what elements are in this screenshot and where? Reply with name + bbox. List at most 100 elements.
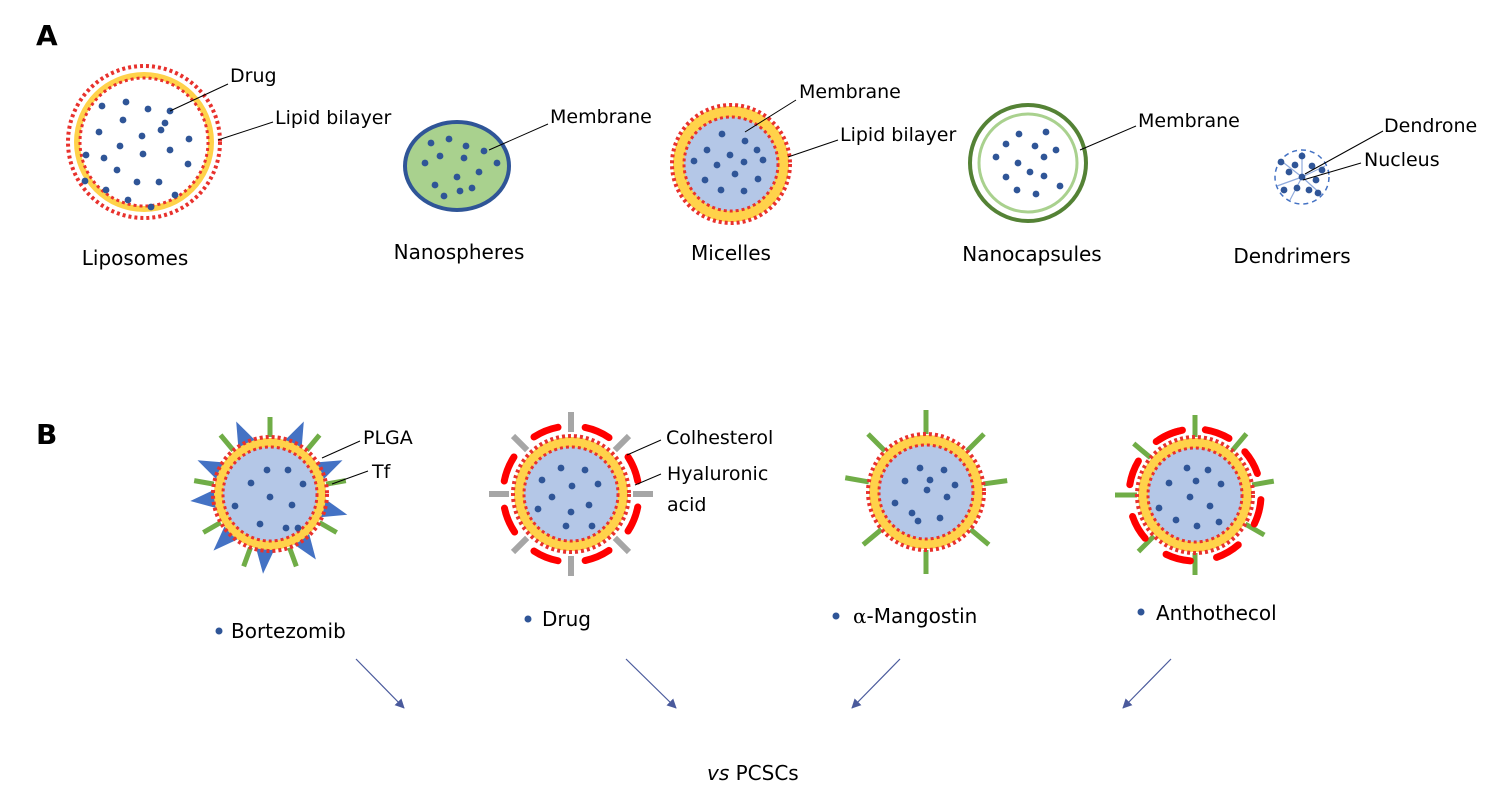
- nanocapsule-caption: Nanocapsules: [962, 242, 1101, 266]
- drug-dot: [914, 517, 922, 525]
- nanosphere-membrane-label: Membrane: [550, 106, 652, 128]
- dendrimer: [1274, 149, 1330, 205]
- drug-dot: [1026, 168, 1034, 176]
- nanocapsule-membrane-leader: [1079, 125, 1137, 151]
- drug-dot: [891, 499, 899, 507]
- ligand-rod: [318, 520, 338, 535]
- dendrimer-nucleus-leader: [1302, 162, 1362, 181]
- hyaluronic-ligands: [500, 423, 642, 565]
- mangostin-legend-text: -Mangostin: [867, 604, 978, 628]
- ligand-rod: [965, 432, 986, 453]
- liposome: [66, 64, 222, 220]
- drug-dot: [460, 154, 468, 162]
- ligand-rod: [844, 475, 870, 485]
- liposome-drug-leader: [169, 83, 229, 112]
- hyaluronic-label-line2: acid: [667, 494, 706, 516]
- hyaluronic-segment: [624, 453, 642, 485]
- drug-dot: [1215, 518, 1223, 526]
- drug-dot: [81, 177, 89, 185]
- drug-dot: [231, 502, 239, 510]
- hyaluronic-segment: [1212, 541, 1242, 561]
- micelle-bilayer-leader: [787, 139, 839, 158]
- ligand-rod: [1132, 441, 1153, 460]
- ligand-rod: [983, 478, 1008, 487]
- tf-triangle: [190, 489, 217, 509]
- drug-dot: [1298, 152, 1306, 160]
- drug-dot: [901, 477, 909, 485]
- tf-leader: [331, 470, 369, 485]
- drug-dots: [534, 464, 602, 530]
- drug-dot: [992, 153, 1000, 161]
- hyaluronic-segment: [581, 546, 613, 565]
- drug-dot: [299, 480, 307, 488]
- ligand-rod: [861, 527, 884, 547]
- hyaluronic-segment: [1152, 427, 1183, 446]
- cholesterol-label: Colhesterol: [666, 427, 773, 449]
- plga-label: PLGA: [363, 427, 413, 449]
- drug-legend-dot: [524, 615, 532, 623]
- drug-dot: [185, 135, 193, 143]
- drug-dot: [436, 152, 444, 160]
- drug-dot: [753, 146, 761, 154]
- drug-dot: [1318, 166, 1326, 174]
- nanosphere-membrane-leader: [488, 123, 549, 151]
- drug-dot: [1204, 466, 1212, 474]
- drug-dot: [1206, 502, 1214, 510]
- nanocapsule-drug-dots: [992, 128, 1064, 198]
- drug-dot: [247, 479, 255, 487]
- drug-dot: [585, 501, 593, 509]
- arrow-2: [625, 658, 677, 709]
- drug-dot: [157, 126, 165, 134]
- dendrimer-caption: Dendrimers: [1233, 244, 1350, 268]
- drug-dot: [567, 508, 575, 516]
- drug-dot: [741, 137, 749, 145]
- ligand-rod: [218, 433, 236, 452]
- drug-dot: [462, 142, 470, 150]
- ligand-rod: [202, 520, 222, 535]
- drug-dot: [557, 464, 565, 472]
- bortezomib-legend: Bortezomib: [231, 619, 346, 643]
- ligand-rod: [510, 535, 530, 555]
- drug-dot: [294, 524, 302, 532]
- drug-dot: [1298, 173, 1306, 181]
- dendrimer-dendrone-leader: [1304, 130, 1384, 175]
- drug-dot: [940, 466, 948, 474]
- hyaluronic-segment: [530, 423, 562, 441]
- tf-triangle: [319, 498, 348, 518]
- drug-dot: [144, 105, 152, 113]
- drug-dot: [1056, 182, 1064, 190]
- ligand-rod: [612, 433, 632, 453]
- nanocapsule: [968, 103, 1088, 223]
- drug-dot: [440, 192, 448, 200]
- drug-dot: [256, 520, 264, 528]
- dendrimer-drug-dots: [1277, 152, 1326, 197]
- drug-dot: [102, 186, 110, 194]
- arrow-4: [1122, 658, 1172, 709]
- drug-dot: [1314, 189, 1322, 197]
- hyaluronic-segment: [1129, 512, 1149, 542]
- micelle-membrane-label: Membrane: [799, 81, 901, 103]
- hyaluronic-segment: [1162, 550, 1194, 565]
- drug-dot: [453, 173, 461, 181]
- drug-dot: [155, 178, 163, 186]
- drug-dot: [263, 466, 271, 474]
- anthothecol-dots: [1155, 464, 1225, 530]
- drug-dot: [133, 178, 141, 186]
- drug-dot: [1305, 186, 1313, 194]
- drug-dot: [740, 187, 748, 195]
- drug-dot: [740, 158, 748, 166]
- drug-dot: [548, 493, 556, 501]
- drug-dot: [95, 128, 103, 136]
- drug-dot: [1308, 162, 1316, 170]
- drug-dot: [1293, 184, 1301, 192]
- ligand-rod: [1251, 478, 1275, 488]
- drug-dot: [1031, 142, 1039, 150]
- drug-dot: [493, 159, 501, 167]
- tf-label: Tf: [371, 461, 392, 483]
- alpha-symbol: α: [853, 604, 867, 628]
- hyaluronic-label-line1: Hyaluronic: [667, 463, 768, 485]
- ligand-rod: [510, 433, 530, 453]
- drug-dot: [1277, 158, 1285, 166]
- drug-dot: [1032, 190, 1040, 198]
- micelle: [670, 103, 792, 225]
